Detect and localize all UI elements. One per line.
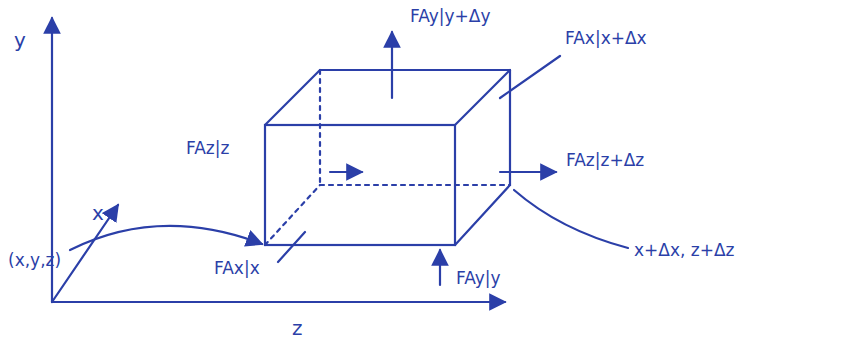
flux-arrow xyxy=(439,250,441,285)
flux-label: FAz|z xyxy=(186,138,229,158)
flux-label: FAy|y+Δy xyxy=(410,6,490,26)
leader-line xyxy=(278,232,305,262)
flux-label: FAx|x xyxy=(214,258,260,278)
flux-arrow xyxy=(330,171,362,173)
flux-label: (x,y,z) xyxy=(8,250,61,270)
z-axis xyxy=(52,301,505,303)
hidden-edges xyxy=(265,70,510,245)
flux-label: x+Δx, z+Δz xyxy=(634,240,735,260)
leader-line xyxy=(500,56,560,98)
flux-label: FAz|z+Δz xyxy=(566,150,644,170)
axis-label: z xyxy=(292,318,303,338)
cube xyxy=(265,70,510,245)
axis-label: y xyxy=(14,30,26,50)
flux-arrow xyxy=(391,32,393,98)
leader-line xyxy=(70,226,262,250)
flux-arrow xyxy=(500,171,556,173)
x-axis xyxy=(52,205,118,302)
axis-label: x xyxy=(92,203,104,223)
leader-line xyxy=(514,190,628,248)
flux-label: FAy|y xyxy=(456,268,501,288)
flux-label: FAx|x+Δx xyxy=(565,28,647,48)
